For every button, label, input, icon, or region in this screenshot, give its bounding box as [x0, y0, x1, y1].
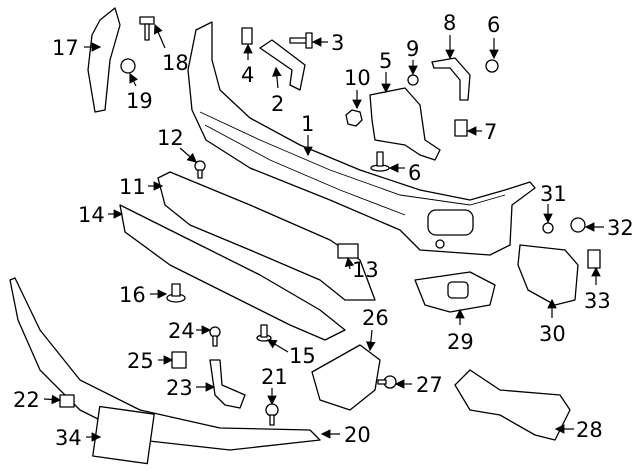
callout-labels: 17 18 3 4 2 8 6 9 5 10 19 1 7 12 6 11 31… [13, 11, 634, 450]
callout-13: 13 [352, 258, 379, 282]
part-9-washer [407, 74, 419, 86]
callout-7: 7 [484, 120, 497, 144]
part-2-bracket [259, 39, 306, 91]
part-15-pin [256, 324, 272, 342]
part-10-nut [345, 109, 363, 127]
part-23-bracket [209, 359, 246, 409]
part-bumper-cover [187, 21, 536, 256]
callout-22: 22 [13, 388, 40, 412]
callout-6: 6 [487, 13, 500, 37]
callout-15: 15 [289, 344, 316, 368]
part-31-screw [542, 222, 554, 234]
part-5-bracket [369, 87, 441, 161]
callout-12: 12 [157, 126, 184, 150]
callout-9: 9 [406, 37, 419, 61]
callout-19: 19 [126, 89, 153, 113]
part-21-screw [265, 403, 279, 426]
part-7-clip [454, 119, 468, 137]
callout-16: 16 [119, 283, 146, 307]
part-25-clip [171, 351, 187, 369]
callout-18: 18 [162, 51, 189, 75]
callout-3: 3 [331, 31, 344, 55]
part-4-clip [241, 27, 253, 45]
part-32-clip [570, 217, 586, 233]
callout-11: 11 [119, 175, 146, 199]
callout-20: 20 [344, 423, 371, 447]
part-6-push-pin [370, 151, 390, 172]
callout-21: 21 [261, 365, 288, 389]
callout-4: 4 [241, 63, 254, 87]
part-28-bracket [454, 369, 571, 441]
part-27-screw [377, 375, 397, 389]
callout-14: 14 [78, 203, 105, 227]
callout-8: 8 [443, 11, 456, 35]
part-20-lower-trim [9, 277, 321, 451]
callout-10: 10 [344, 66, 371, 90]
part-34-plate [92, 405, 155, 465]
part-29-fog-bezel [414, 271, 496, 313]
callout-26: 26 [362, 306, 389, 330]
callout-1: 1 [301, 112, 314, 136]
callout-23: 23 [166, 376, 193, 400]
callout-27: 27 [416, 373, 443, 397]
part-12-screw [194, 160, 206, 179]
part-17-bracket [87, 7, 121, 113]
callout-29: 29 [447, 330, 474, 354]
part-19-clip [120, 58, 136, 74]
callout-6b: 6 [408, 161, 421, 185]
callout-31: 31 [540, 182, 567, 206]
part-18-bolt [139, 16, 155, 41]
part-13-clip [337, 243, 359, 259]
part-8-bracket [431, 57, 471, 101]
callout-33: 33 [584, 289, 611, 313]
callout-25: 25 [127, 349, 154, 373]
part-14-valance [119, 204, 346, 341]
callout-17: 17 [52, 36, 79, 60]
callout-30: 30 [539, 322, 566, 346]
part-16-pin [166, 283, 186, 303]
part-24-screw [209, 326, 221, 347]
part-26-bracket [311, 344, 381, 411]
part-11-absorber [157, 171, 376, 301]
leader-arrows [43, 23, 604, 442]
part-22-clip [59, 394, 75, 408]
callout-2: 2 [271, 92, 284, 116]
part-6-clip [485, 59, 499, 73]
callout-24: 24 [168, 319, 195, 343]
callout-32: 32 [607, 216, 634, 240]
part-3-bolt [289, 32, 313, 49]
part-33-clip [587, 249, 601, 269]
part-30-fog-lamp [517, 244, 579, 306]
callout-34: 34 [55, 426, 82, 450]
callout-5: 5 [379, 49, 392, 73]
callout-28: 28 [576, 418, 603, 442]
